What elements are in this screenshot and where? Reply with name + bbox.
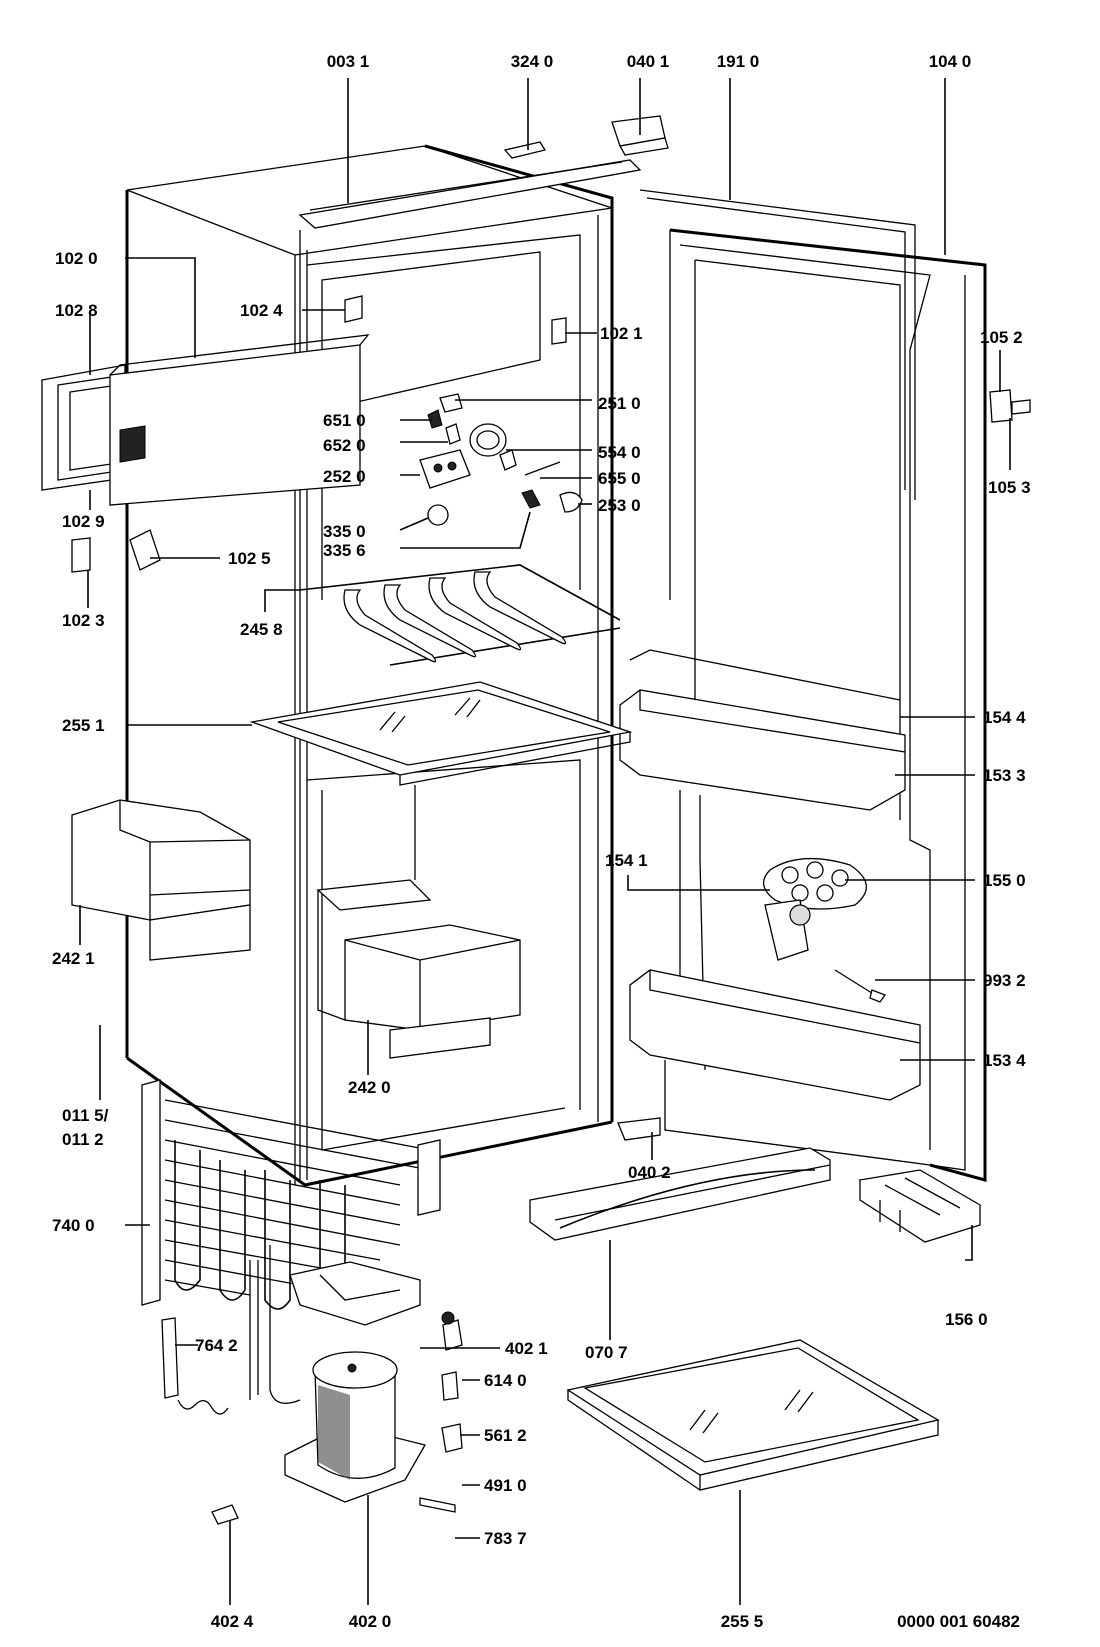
callout-2555: 255 5 (721, 1612, 764, 1631)
callout-0401: 040 1 (627, 52, 670, 71)
callout-labels: 003 1 324 0 040 1 191 0 104 0 102 0 102 … (52, 52, 1031, 1631)
callout-6140: 614 0 (484, 1371, 527, 1390)
callout-2510: 251 0 (598, 394, 641, 413)
callout-6510: 651 0 (323, 411, 366, 430)
capacitor-part (441, 1423, 463, 1453)
freezer-door-part (41, 334, 370, 506)
callout-4910: 491 0 (484, 1476, 527, 1495)
callout-1029: 102 9 (62, 512, 105, 531)
bracket-1025-part (129, 529, 161, 571)
overload-part (441, 1371, 459, 1401)
callout-2458: 245 8 (240, 620, 283, 639)
callout-2520: 252 0 (323, 467, 366, 486)
callout-1541: 154 1 (605, 851, 648, 870)
callout-1040: 104 0 (929, 52, 972, 71)
bracket-1021-part (551, 317, 567, 345)
callout-3356: 335 6 (323, 541, 366, 560)
callout-1028: 102 8 (55, 301, 98, 320)
clip-4024-part (211, 1504, 239, 1525)
callout-1025: 102 5 (228, 549, 271, 568)
probe-tip-part (869, 989, 887, 1003)
callout-1560: 156 0 (945, 1310, 988, 1329)
callout-5540: 554 0 (598, 443, 641, 462)
callout-0402: 040 2 (628, 1163, 671, 1182)
compressor-part (249, 1245, 426, 1503)
relay-part (442, 1319, 463, 1351)
callout-3350: 335 0 (323, 522, 366, 541)
leader-lines (79, 78, 1011, 1605)
callout-7837: 783 7 (484, 1529, 527, 1548)
callout-7400: 740 0 (52, 1216, 95, 1235)
cabinet-body (125, 144, 614, 1187)
glass-shelf-upper-part (249, 681, 633, 786)
callout-2420: 242 0 (348, 1078, 391, 1097)
callout-1053: 105 3 (988, 478, 1031, 497)
latch-1023-part (71, 537, 91, 573)
callout-1910: 191 0 (717, 52, 760, 71)
callout-7642: 764 2 (195, 1336, 238, 1355)
callout-6550: 655 0 (598, 469, 641, 488)
door-shelf-lower-part (629, 969, 921, 1101)
evaporator-coil-part (299, 564, 621, 666)
callout-4021: 402 1 (505, 1339, 548, 1358)
bracket-1024-part (344, 295, 363, 323)
thermostat-parts (419, 393, 583, 526)
bracket-0401-part (611, 115, 669, 156)
callout-3240: 324 0 (511, 52, 554, 71)
door-shelf-upper-part (619, 649, 906, 811)
callout-4020: 402 0 (349, 1612, 392, 1631)
callout-0031: 003 1 (327, 52, 370, 71)
crisper-2421-part (71, 799, 251, 961)
top-rail-part (298, 159, 642, 229)
crisper-2420-part (316, 879, 521, 1059)
callout-2421: 242 1 (52, 949, 95, 968)
callout-0112: 011 2 (62, 1130, 104, 1149)
callout-1550: 155 0 (983, 871, 1026, 890)
callout-5612: 561 2 (484, 1426, 527, 1445)
callout-1021: 102 1 (600, 324, 643, 343)
clip-7837-part (419, 1497, 456, 1513)
callout-0115: 011 5/ (62, 1106, 109, 1125)
condenser-part (141, 1079, 441, 1310)
channel-part (529, 1147, 831, 1241)
compressor-bracket-part (289, 1261, 421, 1326)
egg-tray-part (763, 857, 867, 910)
callout-4024: 402 4 (211, 1612, 254, 1631)
callout-9932: 993 2 (983, 971, 1026, 990)
callout-1533: 153 3 (983, 766, 1026, 785)
callout-1023: 102 3 (62, 611, 105, 630)
callout-1534: 153 4 (983, 1051, 1026, 1070)
callout-1020: 102 0 (55, 249, 98, 268)
small-clip-part (503, 141, 547, 159)
capillary-part (161, 1317, 229, 1415)
callout-1544: 154 4 (983, 708, 1026, 727)
callout-0707: 070 7 (585, 1343, 628, 1362)
callout-2530: 253 0 (598, 496, 641, 515)
door-clip-part (764, 899, 811, 961)
callout-6520: 652 0 (323, 436, 366, 455)
callout-2551: 255 1 (62, 716, 105, 735)
callout-1052: 105 2 (980, 328, 1023, 347)
ice-tray-part (858, 1169, 982, 1243)
callout-1024: 102 4 (240, 301, 283, 320)
hinge-part (989, 389, 1031, 423)
drawing-number: 0000 001 60482 (897, 1612, 1020, 1631)
glass-shelf-lower-part (566, 1339, 940, 1491)
bracket-0402-part (617, 1117, 661, 1141)
probe-part (834, 969, 876, 996)
